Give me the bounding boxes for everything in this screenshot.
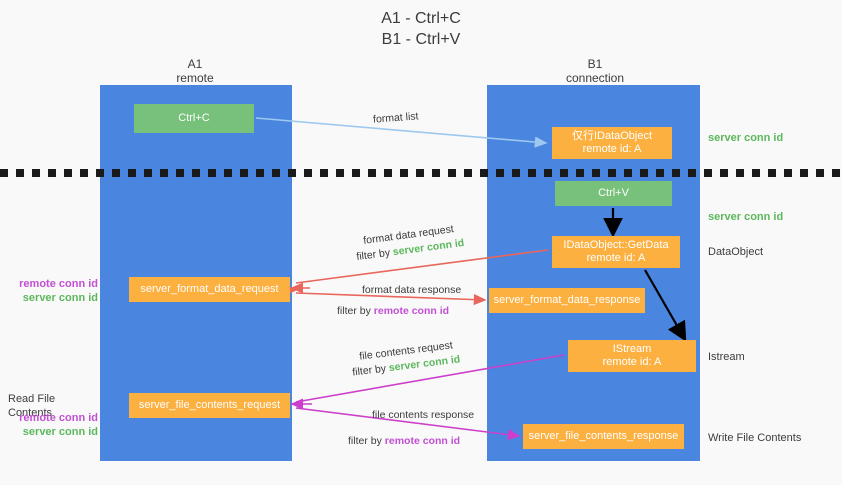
column-header-a1: A1 remote xyxy=(120,57,270,85)
node-idataobject-line1: 仅行IDataObject xyxy=(571,130,653,142)
node-server-file-contents-request[interactable]: server_file_contents_request xyxy=(129,393,290,418)
node-idataobject-getdata[interactable]: IDataObject::GetData remote id: A xyxy=(552,236,680,268)
node-server-format-data-response[interactable]: server_format_data_response xyxy=(489,288,645,313)
edge-label-format-data-response: format data response xyxy=(362,284,462,296)
title-line-1: A1 - Ctrl+C xyxy=(381,10,461,27)
node-ctrl-v[interactable]: Ctrl+V xyxy=(555,181,672,206)
annotation-remote-conn-id-2: remote conn id xyxy=(19,412,98,424)
node-ctrl-c-label: Ctrl+C xyxy=(178,112,210,124)
annotation-left-conn-ids-1: remote conn id server conn id xyxy=(12,277,98,305)
node-getdata-line2: remote id: A xyxy=(586,252,646,264)
annotation-server-conn-id-top: server conn id xyxy=(708,132,784,144)
column-b1-name: B1 xyxy=(587,57,603,71)
filter-key-remote-conn-id-2: remote conn id xyxy=(384,435,461,447)
filter-prefix-3: filter by xyxy=(351,362,390,379)
annotation-dataobject: DataObject xyxy=(708,246,764,258)
divider-dashed-line xyxy=(0,169,842,177)
node-istream-line1: IStream xyxy=(612,343,652,355)
diagram-title: A1 - Ctrl+C B1 - Ctrl+V xyxy=(0,8,842,50)
column-b1-role: connection xyxy=(565,71,625,85)
node-ctrl-v-label: Ctrl+V xyxy=(598,187,629,199)
column-a1-name: A1 xyxy=(187,57,203,71)
node-server-file-contents-response-label: server_file_contents_response xyxy=(528,430,679,442)
node-istream[interactable]: IStream remote id: A xyxy=(568,340,696,372)
node-server-file-contents-request-label: server_file_contents_request xyxy=(138,399,281,411)
edge-label-format-data-response-filter: filter by remote conn id xyxy=(337,304,449,318)
filter-key-remote-conn-id-1: remote conn id xyxy=(373,305,450,317)
node-server-format-data-request[interactable]: server_format_data_request xyxy=(129,277,290,302)
node-server-format-data-request-label: server_format_data_request xyxy=(140,283,279,295)
node-ctrl-c[interactable]: Ctrl+C xyxy=(134,104,254,133)
edge-label-file-contents-response: file contents response xyxy=(372,409,475,421)
filter-prefix-1: filter by xyxy=(355,246,394,264)
annotation-server-conn-id-mid: server conn id xyxy=(708,211,784,223)
node-idataobject[interactable]: 仅行IDataObject remote id: A xyxy=(552,127,672,159)
column-header-b1: B1 connection xyxy=(520,57,670,85)
annotation-remote-conn-id-1: remote conn id xyxy=(19,278,98,290)
node-istream-line2: remote id: A xyxy=(602,356,662,368)
filter-prefix-4: filter by xyxy=(348,435,385,447)
filter-prefix-2: filter by xyxy=(337,305,374,317)
node-idataobject-line2: remote id: A xyxy=(582,143,642,155)
node-server-format-data-response-label: server_format_data_response xyxy=(493,294,641,306)
annotation-server-conn-id-2: server conn id xyxy=(22,426,98,438)
node-getdata-line1: IDataObject::GetData xyxy=(563,239,669,251)
annotation-istream: Istream xyxy=(708,351,745,363)
edge-label-file-contents-response-filter: filter by remote conn id xyxy=(348,434,460,448)
edge-label-format-list: format list xyxy=(372,110,419,126)
node-server-file-contents-response[interactable]: server_file_contents_response xyxy=(523,424,684,449)
annotation-server-conn-id-1: server conn id xyxy=(22,292,98,304)
annotation-read-file-contents: Read File Contents xyxy=(8,393,56,419)
column-a1-role: remote xyxy=(176,71,214,85)
annotation-write-file-contents: Write File Contents xyxy=(708,432,802,444)
title-line-2: B1 - Ctrl+V xyxy=(381,31,461,48)
annotation-left-conn-ids-2: remote conn id server conn id xyxy=(12,411,98,439)
